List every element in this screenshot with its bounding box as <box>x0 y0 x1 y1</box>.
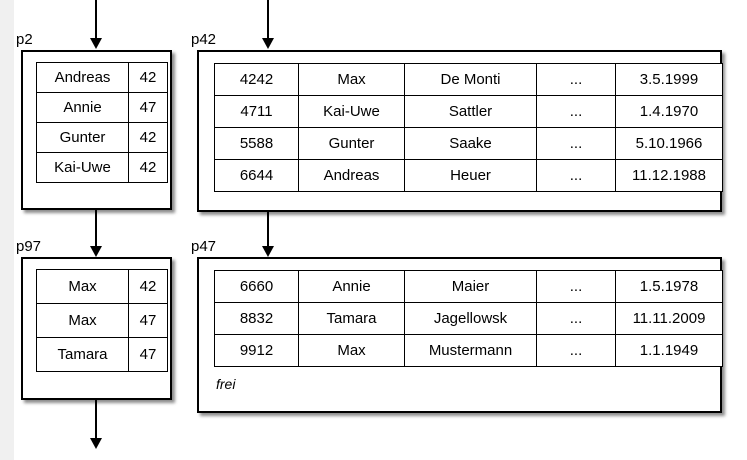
arrow-into-p2-head <box>90 38 102 49</box>
page-table-p97: Max 42 Max 47 Tamara 47 <box>36 269 168 372</box>
cell-ellipsis: ... <box>536 334 616 367</box>
arrow-p42-to-p47-line <box>267 212 269 248</box>
cell-name: Max <box>36 303 129 338</box>
arrow-into-p42-line <box>267 0 269 40</box>
page-label-p97: p97 <box>16 238 42 255</box>
table-row: 9912 Max Mustermann ... 1.1.1949 <box>214 334 723 367</box>
page-table-p42-body: 4242 Max De Monti ... 3.5.1999 4711 Kai-… <box>214 63 723 192</box>
table-row: 5588 Gunter Saake ... 5.10.1966 <box>214 127 723 160</box>
cell-name: Max <box>36 269 129 304</box>
cell-date: 11.12.1988 <box>615 159 723 192</box>
page-box-p42[interactable]: 4242 Max De Monti ... 3.5.1999 4711 Kai-… <box>197 50 723 212</box>
free-space-label: frei <box>216 376 236 392</box>
page-label-p2: p2 <box>16 31 33 48</box>
table-row: 4242 Max De Monti ... 3.5.1999 <box>214 63 723 96</box>
page-box-p47[interactable]: 6660 Annie Maier ... 1.5.1978 8832 Tamar… <box>197 257 723 413</box>
cell-date: 11.11.2009 <box>615 302 723 335</box>
table-row: Max 47 <box>36 303 168 338</box>
cell-lastname: Sattler <box>404 95 537 128</box>
arrow-into-p2-line <box>95 0 97 40</box>
cell-id: 4242 <box>214 63 299 96</box>
cell-lastname: Jagellowsk <box>404 302 537 335</box>
cell-id: 9912 <box>214 334 299 367</box>
cell-id: 6644 <box>214 159 299 192</box>
cell-id: 5588 <box>214 127 299 160</box>
cell-date: 5.10.1966 <box>615 127 723 160</box>
cell-name: Annie <box>36 92 129 123</box>
cell-name: Gunter <box>36 122 129 153</box>
cell-firstname: Annie <box>298 270 405 303</box>
page-table-p2-body: Andreas 42 Annie 47 Gunter 42 Kai-Uwe 42 <box>36 62 168 183</box>
cell-firstname: Kai-Uwe <box>298 95 405 128</box>
arrow-into-p42-head <box>262 38 274 49</box>
cell-id: 8832 <box>214 302 299 335</box>
page-table-p47-body: 6660 Annie Maier ... 1.5.1978 8832 Tamar… <box>214 270 723 367</box>
table-row: 6644 Andreas Heuer ... 11.12.1988 <box>214 159 723 192</box>
cell-date: 1.5.1978 <box>615 270 723 303</box>
cell-ellipsis: ... <box>536 159 616 192</box>
cell-firstname: Tamara <box>298 302 405 335</box>
cell-date: 3.5.1999 <box>615 63 723 96</box>
table-row: 6660 Annie Maier ... 1.5.1978 <box>214 270 723 303</box>
cell-key: 47 <box>128 337 168 372</box>
left-gutter <box>0 0 14 460</box>
cell-key: 42 <box>128 152 168 183</box>
table-row: Andreas 42 <box>36 62 168 93</box>
cell-id: 4711 <box>214 95 299 128</box>
table-row: Annie 47 <box>36 92 168 123</box>
cell-ellipsis: ... <box>536 63 616 96</box>
page-table-p2: Andreas 42 Annie 47 Gunter 42 Kai-Uwe 42 <box>36 62 168 183</box>
cell-name: Tamara <box>36 337 129 372</box>
table-row: 8832 Tamara Jagellowsk ... 11.11.2009 <box>214 302 723 335</box>
page-label-p42: p42 <box>191 31 217 48</box>
cell-key: 47 <box>128 92 168 123</box>
cell-id: 6660 <box>214 270 299 303</box>
cell-firstname: Andreas <box>298 159 405 192</box>
cell-ellipsis: ... <box>536 95 616 128</box>
cell-name: Kai-Uwe <box>36 152 129 183</box>
cell-lastname: Heuer <box>404 159 537 192</box>
cell-lastname: Mustermann <box>404 334 537 367</box>
page-table-p97-body: Max 42 Max 47 Tamara 47 <box>36 269 168 372</box>
cell-lastname: Maier <box>404 270 537 303</box>
cell-firstname: Max <box>298 334 405 367</box>
cell-lastname: Saake <box>404 127 537 160</box>
cell-name: Andreas <box>36 62 129 93</box>
cell-firstname: Gunter <box>298 127 405 160</box>
table-row: Gunter 42 <box>36 122 168 153</box>
page-box-p97[interactable]: Max 42 Max 47 Tamara 47 <box>21 257 172 400</box>
cell-firstname: Max <box>298 63 405 96</box>
page-label-p47: p47 <box>191 238 217 255</box>
cell-date: 1.1.1949 <box>615 334 723 367</box>
cell-lastname: De Monti <box>404 63 537 96</box>
cell-ellipsis: ... <box>536 270 616 303</box>
cell-key: 42 <box>128 269 168 304</box>
cell-date: 1.4.1970 <box>615 95 723 128</box>
arrow-p2-to-p97-line <box>95 210 97 248</box>
page-table-p47: 6660 Annie Maier ... 1.5.1978 8832 Tamar… <box>214 270 723 367</box>
table-row: Kai-Uwe 42 <box>36 152 168 183</box>
page-table-p42: 4242 Max De Monti ... 3.5.1999 4711 Kai-… <box>214 63 723 192</box>
arrow-out-p97-line <box>95 400 97 440</box>
arrow-out-p97-head <box>90 438 102 449</box>
cell-key: 47 <box>128 303 168 338</box>
arrow-p2-to-p97-head <box>90 246 102 257</box>
page-box-p2[interactable]: Andreas 42 Annie 47 Gunter 42 Kai-Uwe 42 <box>21 50 172 210</box>
table-row: Tamara 47 <box>36 337 168 372</box>
table-row: 4711 Kai-Uwe Sattler ... 1.4.1970 <box>214 95 723 128</box>
cell-key: 42 <box>128 122 168 153</box>
cell-key: 42 <box>128 62 168 93</box>
cell-ellipsis: ... <box>536 302 616 335</box>
table-row: Max 42 <box>36 269 168 304</box>
arrow-p42-to-p47-head <box>262 246 274 257</box>
cell-ellipsis: ... <box>536 127 616 160</box>
